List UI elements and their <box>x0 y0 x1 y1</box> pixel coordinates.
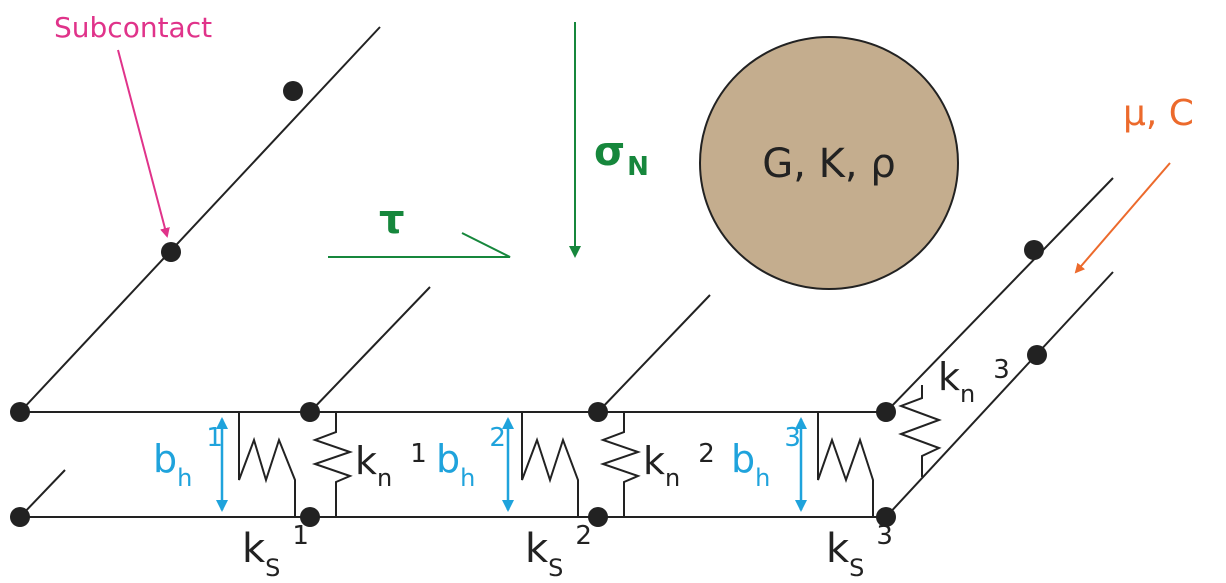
normal-stiffness-label-1: kn1 <box>355 439 427 492</box>
normal-stiffness-labels: kn1 kn2 kn3 <box>355 355 1010 492</box>
right-top-edge <box>885 177 1114 413</box>
shear-stiffness-labels: kS1 kS2 kS3 <box>242 521 893 582</box>
friction-cohesion-label: μ, C <box>1123 93 1194 134</box>
node <box>161 242 181 262</box>
subcontact-pointer <box>117 49 170 238</box>
shear-springs <box>238 412 874 517</box>
shear-stiffness-label-1: kS1 <box>242 521 309 582</box>
left-bottom-stub <box>19 469 66 518</box>
node <box>1024 240 1044 260</box>
node <box>300 402 320 422</box>
normal-stress-label: σN <box>594 129 649 182</box>
node <box>876 402 896 422</box>
sigma-subscript: N <box>627 152 649 182</box>
oblique-edges <box>19 26 1114 518</box>
shear-spring-3 <box>817 412 874 517</box>
aperture-label-2: bh2 <box>436 423 506 492</box>
subcontact-nodes <box>10 81 1047 527</box>
left-top-edge <box>19 26 381 413</box>
joint-walls <box>20 411 886 518</box>
node <box>1027 345 1047 365</box>
aperture-label-3: bh3 <box>731 423 801 492</box>
aperture-labels: bh1 bh2 bh3 <box>153 423 801 492</box>
sigma-symbol: σ <box>594 129 625 175</box>
shear-stress-label: τ <box>379 197 405 243</box>
normal-stiffness-label-3: kn3 <box>938 355 1010 408</box>
shear-stiffness-label-2: kS2 <box>525 521 592 582</box>
block-properties-label: G, K, ρ <box>762 141 895 187</box>
normal-spring-1 <box>311 412 354 517</box>
right-bottom-edge <box>885 271 1114 518</box>
shear-stress-arrow <box>328 232 511 258</box>
aperture-label-1: bh1 <box>153 423 223 492</box>
mid1-edge <box>309 286 431 413</box>
normal-spring-2 <box>599 412 642 517</box>
node <box>300 507 320 527</box>
node <box>10 402 30 422</box>
shear-spring-1 <box>238 412 296 517</box>
shear-spring-2 <box>521 412 579 517</box>
normal-springs <box>311 385 942 517</box>
node <box>588 507 608 527</box>
node <box>876 507 896 527</box>
aperture-arrows <box>216 417 807 512</box>
mid2-edge <box>597 294 711 413</box>
normal-stiffness-label-2: kn2 <box>643 439 715 492</box>
friction-pointer <box>1074 162 1171 274</box>
subcontact-label: Subcontact <box>54 11 212 44</box>
node <box>588 402 608 422</box>
normal-spring-3 <box>898 385 942 477</box>
shear-stiffness-label-3: kS3 <box>826 521 893 582</box>
node <box>283 81 303 101</box>
rock-block <box>699 36 959 290</box>
node <box>10 507 30 527</box>
